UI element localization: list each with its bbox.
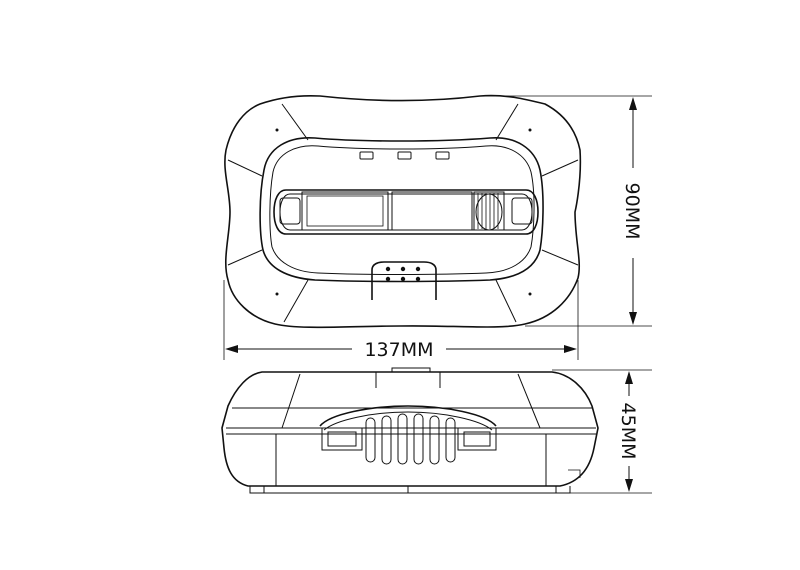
side-view-verticals [275,373,547,486]
end-cap [511,197,533,225]
side-view-grille-dome [319,405,497,427]
dim-arrow [629,97,637,110]
side-view-grille-slots [365,413,456,465]
dim-arrow [564,345,577,353]
dim-arrow [625,479,633,492]
top-view-screw-dot [275,128,279,132]
side-view-feet [249,486,571,494]
dial-wheel [475,193,503,231]
dimension-height-top-label: 90MM [621,183,643,240]
dimension-lines [223,95,652,494]
side-view-right-clip [457,428,497,451]
top-view-outer-body [224,94,582,329]
top-view-inner-top-rim [269,145,535,275]
top-view-display-bar [273,189,539,235]
end-cap [279,197,301,225]
top-view-screw-dot [528,128,532,132]
dimension-height-side-label: 45MM [617,403,639,460]
led-indicator [359,151,374,160]
display-window-inner [306,195,384,227]
led-indicator [397,151,412,160]
top-view-inner-top [259,137,544,283]
top-view-corner-lines [227,103,579,323]
dimension-width-label: 137MM [364,339,433,361]
dial-housing [473,191,505,231]
side-view-corner-detail [568,469,581,478]
side-view-top-posts [375,367,441,388]
top-view-connector [371,261,437,300]
top-view-screw-dot [528,292,532,296]
dim-arrow [225,345,238,353]
side-view-body [221,371,599,487]
top-view [224,94,582,329]
display-window [301,191,389,231]
connector-dots [385,266,421,282]
led-indicator [435,151,450,160]
top-view-screw-dot [275,292,279,296]
side-view [221,367,599,494]
side-view-grille-dome-inner [323,411,493,431]
side-view-left-clip [321,428,363,451]
dim-arrow [625,371,633,384]
dim-arrow [629,312,637,325]
dial-ribs [477,193,499,229]
top-view-display-inner [279,193,533,231]
display-window [391,191,473,231]
